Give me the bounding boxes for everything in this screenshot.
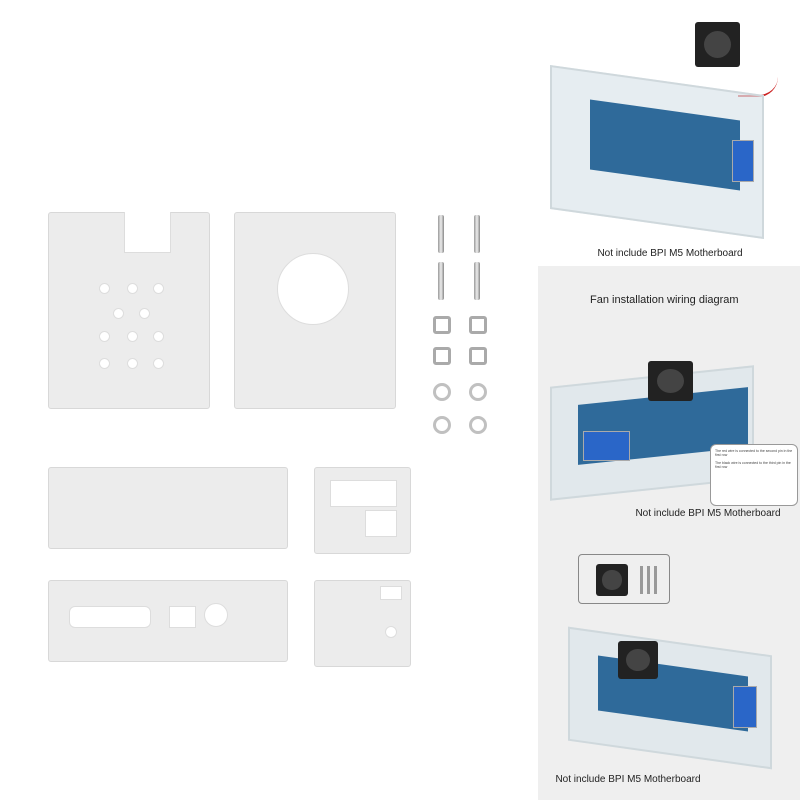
vent-hole (127, 331, 138, 342)
wiring-callout: The red wire is connected to the second … (710, 444, 798, 506)
port-cutout (169, 606, 196, 628)
callout-line-1: The red wire is connected to the second … (715, 449, 793, 457)
usb-ports (583, 431, 630, 461)
fan-hole (277, 253, 349, 325)
usb-ports (733, 686, 757, 728)
washer (433, 416, 451, 434)
vent-hole (127, 358, 138, 369)
usb-ports (732, 140, 754, 182)
caption-top: Not include BPI M5 Motherboard (597, 248, 743, 259)
side-panel-long (48, 467, 288, 549)
caption-middle: Not include BPI M5 Motherboard (635, 508, 781, 519)
vent-hole (153, 331, 164, 342)
end-panel (314, 467, 411, 554)
screw (474, 262, 480, 300)
caption-bottom: Not include BPI M5 Motherboard (555, 774, 701, 785)
vent-hole (113, 308, 124, 319)
side-panel-ports (48, 580, 288, 662)
nut (469, 347, 487, 365)
washer (469, 416, 487, 434)
nut (433, 347, 451, 365)
port-cutout (69, 606, 151, 628)
washer (433, 383, 451, 401)
nut (433, 316, 451, 334)
cutout (365, 510, 397, 537)
vent-hole (99, 358, 110, 369)
bottom-plate (48, 212, 210, 409)
vent-hole (99, 283, 110, 294)
top-plate (234, 212, 396, 409)
vent-hole (153, 283, 164, 294)
fan-image (648, 361, 693, 401)
screw (438, 215, 444, 253)
port-hole (204, 603, 228, 627)
nut (469, 316, 487, 334)
vent-hole (99, 331, 110, 342)
wiring-diagram-section: Fan installation wiring diagram The red … (538, 266, 800, 800)
screws-image (640, 566, 660, 594)
screw (474, 215, 480, 253)
vent-hole (153, 358, 164, 369)
wiring-diagram-title: Fan installation wiring diagram (590, 294, 739, 306)
case-photo-top: Not include BPI M5 Motherboard (540, 0, 800, 265)
fan-image (618, 641, 658, 679)
vent-hole (127, 283, 138, 294)
washer (469, 383, 487, 401)
vent-hole (139, 308, 150, 319)
fan-image (695, 22, 740, 67)
cutout (124, 212, 171, 253)
callout-line-2: The black wire is connected to the third… (715, 461, 791, 469)
port-hole (385, 626, 397, 638)
fan-image (596, 564, 628, 596)
end-panel-2 (314, 580, 411, 667)
cutout (380, 586, 402, 600)
callout-box (578, 554, 670, 604)
screw (438, 262, 444, 300)
cutout (330, 480, 397, 507)
